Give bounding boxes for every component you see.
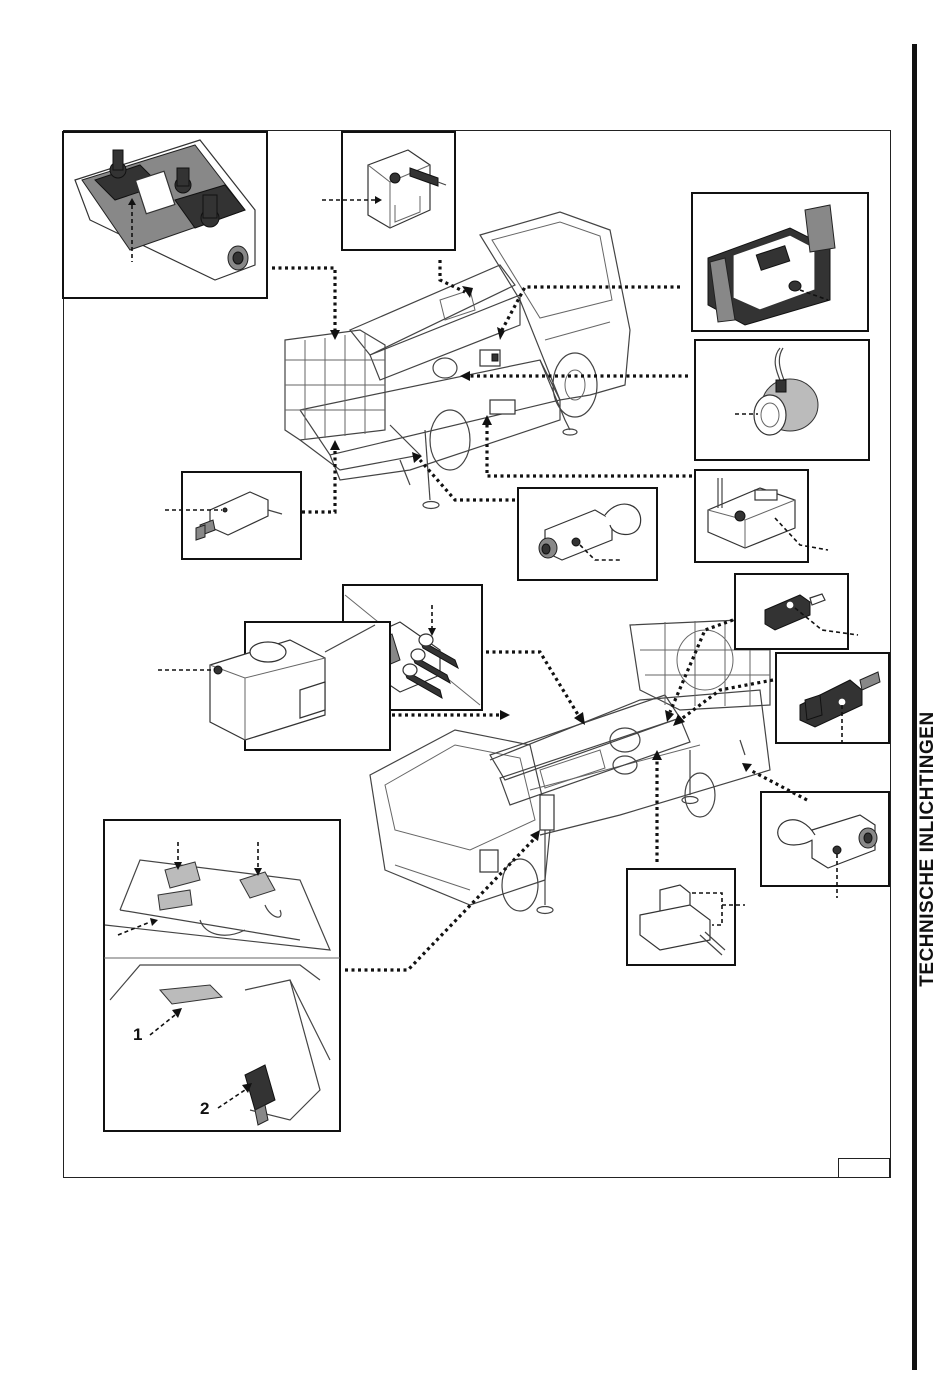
detail-pressure-switch — [158, 622, 390, 750]
detail-magnet-sensor — [776, 653, 889, 745]
detail-boom-sensors — [104, 820, 340, 1131]
detail-control-panel — [63, 132, 267, 298]
detail-connector-box — [322, 132, 455, 250]
detail-inductive-sensor-left — [165, 472, 301, 559]
detail-inductive-sensor-right — [761, 792, 889, 898]
detail-small-sensor — [735, 574, 858, 649]
detail-encoder — [695, 340, 869, 460]
detail-inductive-sensor-middle — [518, 488, 657, 580]
callout-label-2: 2 — [200, 1099, 209, 1119]
detail-reed-switch — [627, 869, 745, 965]
detail-level-sensor — [695, 470, 828, 562]
detail-ecu — [692, 193, 868, 331]
callout-label-1: 1 — [133, 1025, 142, 1045]
truck-upper — [285, 212, 630, 509]
